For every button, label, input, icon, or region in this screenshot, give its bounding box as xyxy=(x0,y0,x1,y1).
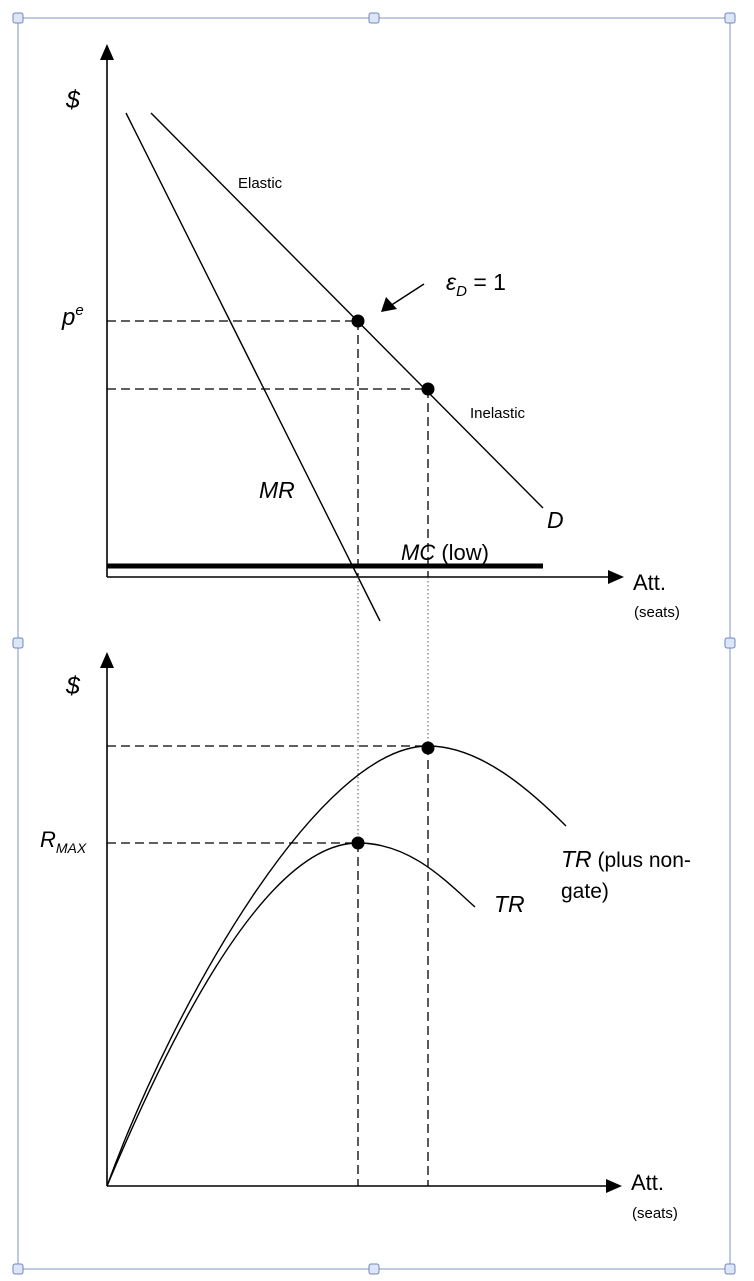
demand-label: D xyxy=(547,507,564,533)
resize-handle-middle-right[interactable] xyxy=(724,637,736,649)
resize-handle-bottom-right[interactable] xyxy=(724,1263,736,1275)
bottom-panel: $ Att. (seats) RMAX TR TR (plus non- gat… xyxy=(40,652,691,1222)
rmax-label: RMAX xyxy=(40,827,87,856)
bottom-y-axis-label: $ xyxy=(65,672,81,700)
top-panel: $ Att. (seats) pe Elastic Inelastic εD =… xyxy=(61,44,680,622)
tr-label: TR xyxy=(494,891,525,917)
elastic-label: Elastic xyxy=(238,175,283,192)
top-y-axis-arrowhead xyxy=(100,44,114,60)
resize-handle-top-center[interactable] xyxy=(368,12,380,24)
marginal-revenue-curve xyxy=(125,112,381,622)
unit-elastic-point xyxy=(351,314,365,328)
resize-handle-bottom-center[interactable] xyxy=(368,1263,380,1275)
inelastic-point xyxy=(421,382,435,396)
bottom-x-axis-arrowhead xyxy=(606,1179,622,1193)
mr-label: MR xyxy=(259,477,295,503)
inelastic-label: Inelastic xyxy=(470,405,526,422)
mc-label: MC (low) xyxy=(401,540,489,565)
total-revenue-curve xyxy=(106,842,476,1187)
top-x-axis-label: Att. xyxy=(633,570,666,595)
top-y-axis-label: $ xyxy=(65,86,81,114)
bottom-y-axis-arrowhead xyxy=(100,652,114,668)
elasticity-pointer-arrowhead xyxy=(381,297,397,312)
rmax-point xyxy=(351,836,365,850)
elasticity-label: εD = 1 xyxy=(446,269,506,300)
bottom-x-axis-label: Att. xyxy=(631,1170,664,1195)
selection-frame xyxy=(17,17,731,1270)
tr-plus-label-line1: TR (plus non- xyxy=(561,846,691,872)
elasticity-pointer-shaft xyxy=(389,283,425,307)
top-x-axis-arrowhead xyxy=(608,570,624,584)
top-x-axis-sublabel: (seats) xyxy=(634,604,680,621)
total-revenue-plus-non-gate-curve xyxy=(106,745,567,1187)
resize-handle-bottom-left[interactable] xyxy=(12,1263,24,1275)
tr-plus-label-line2: gate) xyxy=(561,880,609,903)
resize-handle-top-left[interactable] xyxy=(12,12,24,24)
bottom-x-axis-sublabel: (seats) xyxy=(632,1205,678,1222)
resize-handle-middle-left[interactable] xyxy=(12,637,24,649)
price-label: pe xyxy=(61,302,84,331)
demand-curve xyxy=(150,112,544,509)
resize-handle-top-right[interactable] xyxy=(724,12,736,24)
tr-plus-max-point xyxy=(421,741,435,755)
